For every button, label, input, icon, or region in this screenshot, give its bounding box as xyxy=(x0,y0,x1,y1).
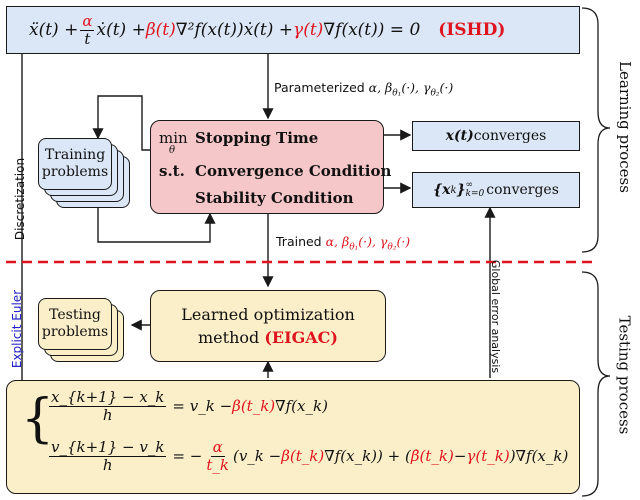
objective-stopping-time: Stopping Time xyxy=(195,129,319,147)
xk-text: converges xyxy=(486,182,559,198)
ishd-eq-part: ẍ(t) + xyxy=(29,20,79,40)
training-problems-line2: problems xyxy=(41,164,109,180)
learned-method-line2a: method xyxy=(198,328,265,347)
discretization-label: Discretization xyxy=(13,157,28,241)
brace-testing xyxy=(581,271,611,497)
training-problems-line1: Training xyxy=(44,146,106,163)
ishd-gamma: γ(t) xyxy=(293,20,324,40)
parameterized-label: Parameterized α, βθ₁(·), γθ₂(·) xyxy=(274,80,454,99)
optimization-problem-box: min θ Stopping Time s.t. Convergence Con… xyxy=(150,120,391,214)
learned-method-box: Learned optimization method (EIGAC) xyxy=(150,290,386,362)
xk-var: {x xyxy=(433,182,451,198)
ishd-beta: β(t) xyxy=(145,20,176,40)
ishd-alpha-frac: α t xyxy=(80,12,95,48)
xt-text: converges xyxy=(473,128,547,144)
xk-lower: k=0 xyxy=(465,189,485,199)
ishd-equation-box: ẍ(t) + α t ẋ(t) + β(t) ∇²f(x(t))ẋ(t) + γ… xyxy=(6,6,580,54)
global-error-label: Global error analysis xyxy=(489,259,503,374)
st-label: s.t. xyxy=(159,162,185,180)
learned-method-line1: Learned optimization xyxy=(181,304,355,324)
ishd-eq-part: ∇²f(x(t))ẋ(t) + xyxy=(175,20,294,40)
testing-problems-line2: problems xyxy=(41,324,109,340)
learning-process-label: Learning process xyxy=(615,61,634,193)
min-label: min xyxy=(159,129,188,147)
constraint-convergence: Convergence Condition xyxy=(195,162,392,180)
brace-learning xyxy=(581,7,611,253)
testing-process-label: Testing process xyxy=(615,315,634,435)
xt-var: x(t) xyxy=(445,128,474,144)
testing-problems-line1: Testing xyxy=(49,306,101,323)
learned-method-tag: (EIGAC) xyxy=(264,328,338,347)
ishd-eq-part: ∇f(x(t)) = 0 xyxy=(323,20,421,40)
ishd-eq-part: ẋ(t) + xyxy=(96,20,146,40)
xk-sup: ∞ xyxy=(465,180,474,190)
arrow-loop-top xyxy=(92,95,150,151)
trained-label: Trained α, βθ₁(·), γθ₂(·) xyxy=(276,234,411,253)
min-subscript: θ xyxy=(169,145,176,156)
constraint-stability: Stability Condition xyxy=(195,189,354,207)
arrow-loop-bottom xyxy=(97,198,216,243)
explicit-euler-label: Explicit Euler xyxy=(10,289,25,369)
ishd-tag: (ISHD) xyxy=(438,20,506,40)
xt-converges-box: x(t) converges xyxy=(412,121,580,151)
